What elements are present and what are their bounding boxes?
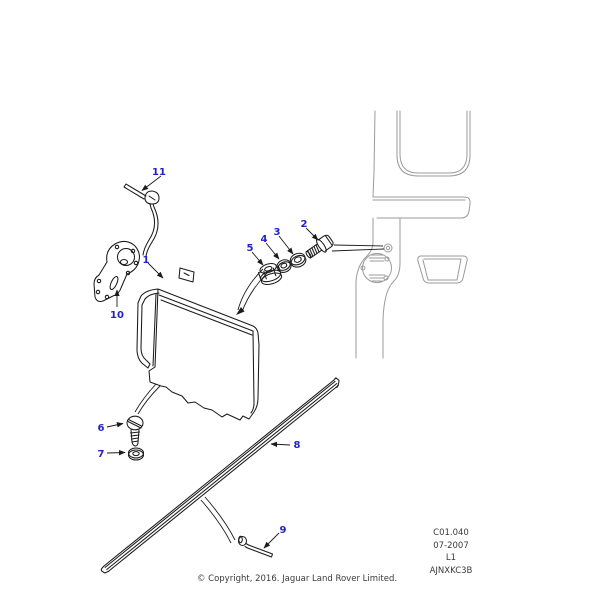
drawing-date: 07-2007 xyxy=(433,541,469,551)
rivet-part-9 xyxy=(237,535,274,558)
drawing-sheet: L1 xyxy=(446,553,456,563)
callout-label-8[interactable]: 8 xyxy=(294,440,301,451)
panel-side-flange xyxy=(136,288,159,369)
callout-leaders xyxy=(106,175,319,549)
callout-label-4[interactable]: 4 xyxy=(261,234,268,245)
nut-part-5 xyxy=(257,262,283,286)
copyright-notice: © Copyright, 2016. Jaguar Land Rover Lim… xyxy=(197,574,397,584)
callout-label-11[interactable]: 11 xyxy=(152,167,166,178)
callout-labels: 1 2 3 4 5 6 7 8 9 10 11 xyxy=(98,167,308,536)
assembly-curves xyxy=(134,268,268,544)
screw-part-6 xyxy=(126,415,144,447)
bolt-to-hole-lines xyxy=(331,244,385,252)
callout-label-7[interactable]: 7 xyxy=(98,449,105,460)
drawing-code: AJNXKC3B xyxy=(430,566,473,576)
callout-label-5[interactable]: 5 xyxy=(247,243,254,254)
callout-label-6[interactable]: 6 xyxy=(98,423,105,434)
washer-part-4 xyxy=(276,259,292,273)
drawing-number: C01.040 xyxy=(433,528,469,538)
washer-part-7 xyxy=(127,447,145,461)
callout-label-10[interactable]: 10 xyxy=(110,310,124,321)
mounting-hole xyxy=(383,243,393,253)
panel-tab xyxy=(178,267,195,283)
lamp-plate-outline xyxy=(362,253,392,283)
body-pocket-outline xyxy=(417,255,468,284)
callout-label-2[interactable]: 2 xyxy=(301,219,308,230)
rear-window-outline xyxy=(396,110,471,177)
bolt-part-2 xyxy=(305,234,334,259)
panel-part-1 xyxy=(136,267,260,421)
vehicle-body-outline xyxy=(355,110,471,359)
callout-label-1[interactable]: 1 xyxy=(143,255,150,266)
trim-strip-part-8 xyxy=(100,377,340,574)
callout-label-9[interactable]: 9 xyxy=(280,525,287,536)
drawing-reference-block: C01.040 07-2007 L1 AJNXKC3B xyxy=(430,528,473,576)
washer-part-3 xyxy=(289,252,307,268)
cable-tie-part-11 xyxy=(123,183,160,257)
callout-label-3[interactable]: 3 xyxy=(274,227,281,238)
